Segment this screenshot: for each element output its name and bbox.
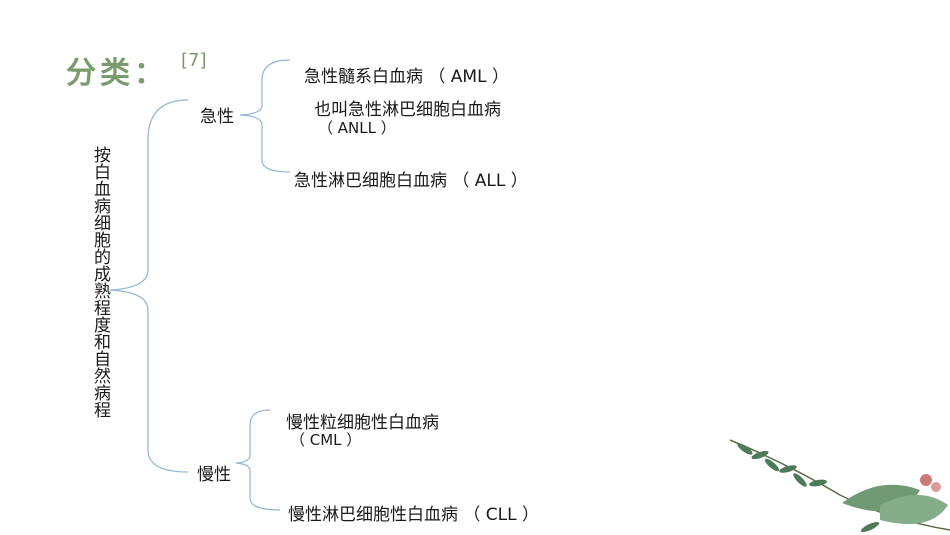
chronic-label: 慢性 [197,465,231,485]
leaf-decoration-icon [730,439,950,533]
aml-item: 急性髓系白血病 （ AML ） [304,67,509,87]
all-item: 急性淋巴细胞白血病 （ ALL ） [294,171,528,191]
acute-brace [239,59,291,173]
anll-item-line1: 也叫急性淋巴细胞白血病 [314,100,501,120]
cml-item-line2: （ CML ） [290,431,362,449]
chronic-brace [235,409,281,511]
cll-item: 慢性淋巴细胞性白血病 （ CLL ） [288,505,540,525]
page-title: 分类： [66,56,168,91]
citation-ref: [7] [181,50,207,71]
acute-label: 急性 [200,107,234,127]
anll-item-line2: （ ANLL ） [318,119,396,137]
classification-basis: 按白血病细胞的成熟程度和自然病程 [90,146,110,418]
root-brace [109,99,189,473]
cml-item-line1: 慢性粒细胞性白血病 [286,413,439,433]
